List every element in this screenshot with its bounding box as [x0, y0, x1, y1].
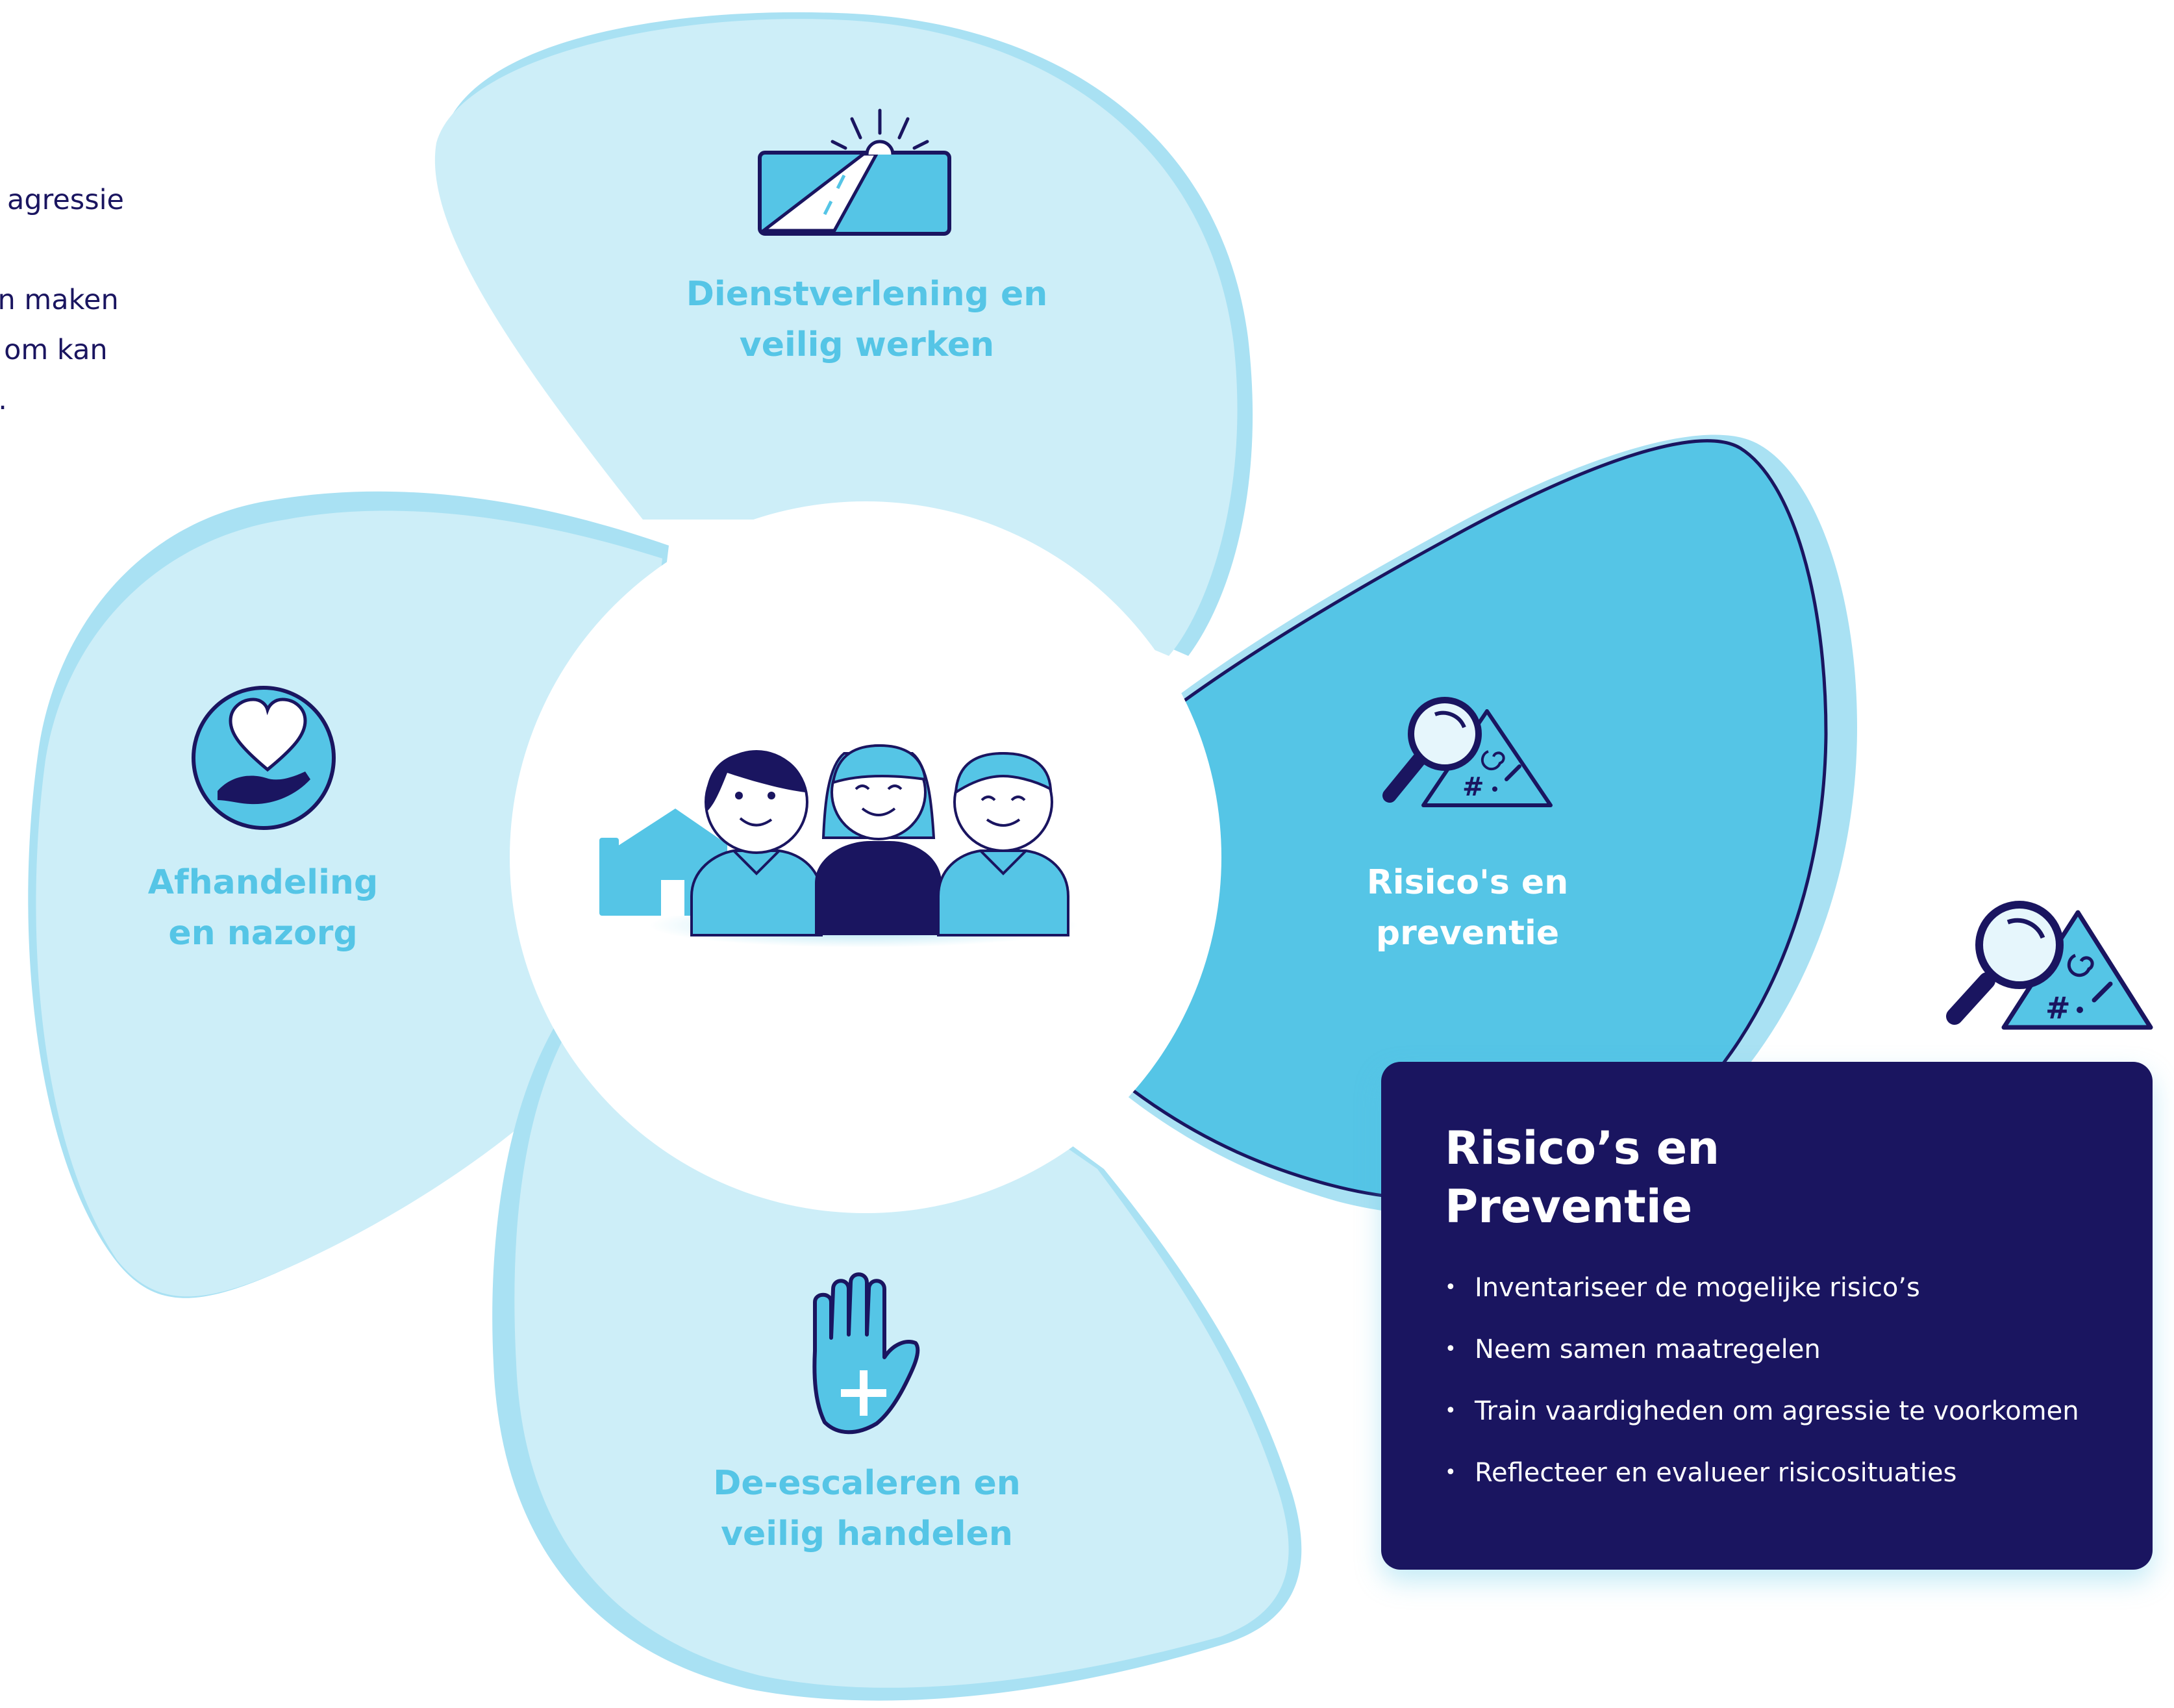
intro-line: p agressie: [0, 184, 125, 216]
card-title-line2: Preventie: [1445, 1180, 1693, 1233]
petal-bottom-label-line2: veilig handelen: [721, 1514, 1013, 1553]
svg-text:#: #: [2045, 990, 2071, 1025]
list-item: • Reflecteer en evalueer risicosituaties: [1445, 1456, 2094, 1490]
svg-text:#: #: [1462, 772, 1484, 802]
bullet-icon: •: [1445, 1461, 1456, 1484]
petal-top-label-line2: veilig werken: [739, 325, 995, 364]
card-title: Risico’s en Preventie: [1445, 1119, 2094, 1236]
petal-top-label-line1: Dienstverlening en: [686, 275, 1048, 314]
petal-left-label-line2: en nazorg: [168, 914, 358, 953]
list-item-text: Train vaardigheden om agressie te voorko…: [1475, 1396, 2079, 1426]
petal-right-label-line2: preventie: [1375, 914, 1560, 953]
petal-left-label[interactable]: Afhandeling en nazorg: [101, 857, 425, 959]
info-card: Risico’s en Preventie • Inventariseer de …: [1381, 1062, 2153, 1570]
team-people-icon: [599, 744, 1078, 948]
petal-bottom-label-line1: De-escaleren en: [713, 1464, 1021, 1503]
petal-top[interactable]: [434, 12, 1253, 656]
list-item-text: Neem samen maatregelen: [1475, 1335, 1821, 1364]
heart-hand-icon: [192, 686, 336, 830]
intro-line: n.: [0, 375, 149, 425]
intro-text: p agressie e en maken s om kan n.: [0, 175, 149, 425]
list-item: • Train vaardigheden om agressie te voork…: [1445, 1394, 2094, 1428]
petal-right-label[interactable]: Risico's en preventie: [1305, 857, 1630, 959]
list-item: • Inventariseer de mogelijke risico’s: [1445, 1271, 2094, 1305]
intro-line: s om kan: [0, 334, 108, 366]
petal-left[interactable]: [28, 491, 669, 1298]
list-item-text: Reflecteer en evalueer risicosituaties: [1475, 1458, 1957, 1488]
road-sun-icon: [758, 108, 951, 236]
card-bullet-list: • Inventariseer de mogelijke risico’s • Ne…: [1445, 1271, 2094, 1490]
petal-right-active[interactable]: [1011, 434, 1857, 1216]
bullet-icon: •: [1445, 1338, 1456, 1361]
intro-line: en maken: [0, 284, 119, 316]
card-title-line1: Risico’s en: [1445, 1122, 1720, 1175]
bullet-icon: •: [1445, 1276, 1456, 1299]
petal-left-label-line1: Afhandeling: [147, 863, 379, 902]
petal-top-label[interactable]: Dienstverlening en veilig werken: [672, 269, 1062, 370]
petal-right-label-line1: Risico's en: [1366, 863, 1569, 902]
list-item-text: Inventariseer de mogelijke risico’s: [1475, 1273, 1920, 1303]
list-item: • Neem samen maatregelen: [1445, 1333, 2094, 1366]
petal-bottom-label[interactable]: De-escaleren en veilig handelen: [672, 1458, 1062, 1559]
bullet-icon: •: [1445, 1400, 1456, 1422]
card-magnifier-warning-icon: #: [1946, 901, 2153, 1030]
stop-hand-icon: [812, 1272, 920, 1435]
magnifier-warning-icon: #: [1382, 697, 1553, 807]
